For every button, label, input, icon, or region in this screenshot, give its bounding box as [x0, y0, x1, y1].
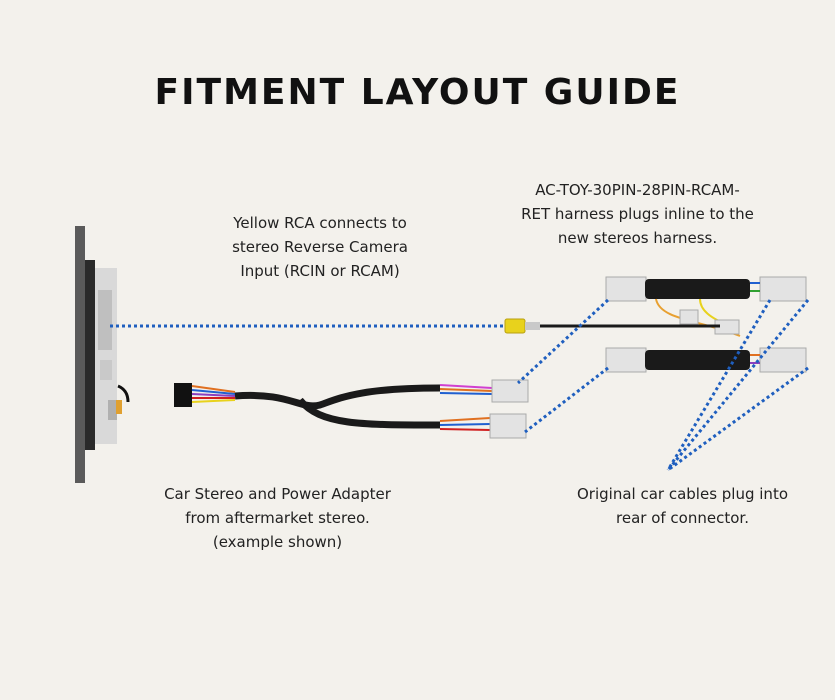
car-stereo-unit — [75, 226, 130, 483]
rca-ferrule — [525, 322, 540, 330]
stereo-callout-line: (example shown) — [212, 533, 343, 551]
harness-inline-connector — [679, 309, 699, 325]
harness-callout-line: new stereos harness. — [557, 229, 718, 247]
harness-plug-bottom-right — [759, 347, 807, 373]
harness-plug-top-right — [759, 276, 807, 302]
original-cables-callout-line: Original car cables plug into — [577, 485, 788, 503]
stereo-bracket — [98, 290, 112, 350]
stereo-wire — [117, 384, 130, 403]
adapter-plug-upper — [491, 379, 529, 403]
rca-callout-line: stereo Reverse Camera — [232, 238, 408, 256]
adapter-cable-upper — [234, 384, 441, 410]
original-cables-callout-line — [666, 299, 810, 471]
stereo-callout: Car Stereo and Power Adapter from afterm… — [140, 482, 415, 554]
stereo-callout-line: Car Stereo and Power Adapter — [164, 485, 391, 503]
adapter-wires-upper — [439, 384, 493, 395]
callout-lines — [110, 298, 810, 472]
harness-callout-line: AC-TOY-30PIN-28PIN-RCAM- — [535, 181, 740, 199]
yellow-rca-connector — [504, 318, 526, 334]
harness-callout-line — [524, 366, 609, 434]
harness-body-bottom — [645, 350, 750, 370]
stereo-bezel — [85, 260, 95, 450]
adapter-wires — [191, 385, 236, 403]
rca-callout: Yellow RCA connects to stereo Reverse Ca… — [205, 211, 435, 283]
stereo-callout-line: from aftermarket stereo. — [185, 509, 370, 527]
harness-callout-line: RET harness plugs inline to the — [521, 205, 754, 223]
adapter-wires-lower — [439, 417, 491, 431]
rca-callout-line: Input (RCIN or RCAM) — [240, 262, 400, 280]
original-cables-callout: Original car cables plug into rear of co… — [550, 482, 815, 530]
harness-plug-top-left — [605, 276, 647, 302]
rcam-harness — [504, 276, 807, 373]
adapter-cable-lower — [297, 397, 441, 429]
stereo-terminal — [116, 400, 122, 414]
harness-callout-line — [516, 298, 610, 385]
rca-callout-line: Yellow RCA connects to — [233, 214, 407, 232]
original-cables-callout-line — [667, 366, 809, 472]
stereo-faceplate — [75, 226, 85, 483]
harness-body-top — [645, 279, 750, 299]
stereo-bracket — [100, 360, 112, 380]
power-adapter-harness — [174, 379, 529, 439]
harness-callout: AC-TOY-30PIN-28PIN-RCAM- RET harness plu… — [505, 178, 770, 250]
adapter-plug-lower — [489, 413, 527, 439]
original-cables-callout-line: rear of connector. — [616, 509, 749, 527]
stereo-port — [108, 400, 117, 420]
iso-connector — [174, 383, 192, 407]
page-title: FITMENT LAYOUT GUIDE — [154, 72, 681, 113]
harness-plug-bottom-left — [605, 347, 647, 373]
